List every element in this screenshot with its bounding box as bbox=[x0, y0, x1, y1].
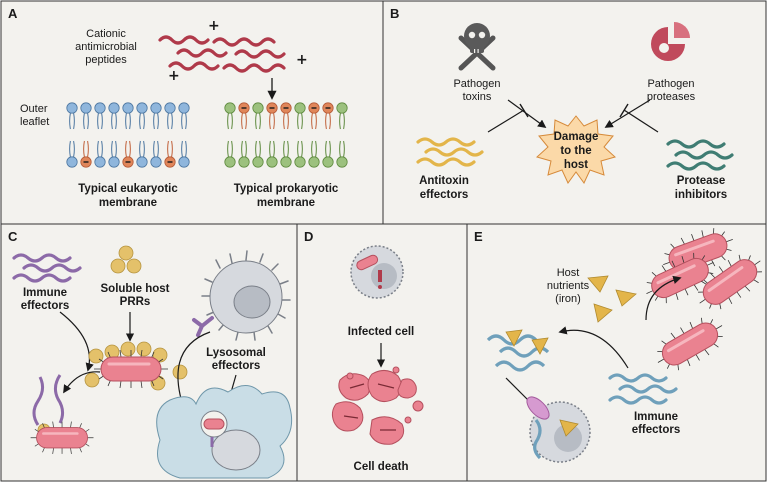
soluble-prrs bbox=[110, 245, 142, 274]
growth-arrow bbox=[645, 275, 682, 321]
eukaryotic-label-2: membrane bbox=[99, 197, 157, 209]
sequester-arrow bbox=[558, 326, 629, 369]
antitoxin-inhibit-bar bbox=[519, 103, 529, 118]
plus-sign-2: + bbox=[168, 68, 180, 84]
panel-e-label: E bbox=[474, 229, 483, 244]
toxins-label-1: Pathogen bbox=[453, 78, 500, 90]
opsonized-bacterium bbox=[84, 341, 188, 391]
lysosomal-label-2: effectors bbox=[212, 360, 261, 372]
macrophage bbox=[156, 385, 293, 479]
cell-death-fragments bbox=[331, 366, 424, 445]
peptides-label-2: antimicrobial bbox=[75, 41, 137, 53]
prokaryotic-label-2: membrane bbox=[257, 197, 315, 209]
nutrient-binding-effectors bbox=[486, 329, 550, 372]
lysed-bacterium bbox=[29, 374, 95, 456]
plus-sign-3: + bbox=[296, 52, 308, 68]
protease-inh-label-2: inhibitors bbox=[675, 189, 727, 201]
damage-label-3: host bbox=[564, 159, 588, 171]
damage-label-2: to the bbox=[560, 145, 591, 157]
panel-c-label: C bbox=[8, 229, 18, 244]
antitoxin-label-2: effectors bbox=[420, 189, 469, 201]
proteases-label-1: Pathogen bbox=[647, 78, 694, 90]
nutrients-label-1: Host bbox=[557, 267, 580, 279]
panel-d-label: D bbox=[304, 229, 313, 244]
immune-arrow bbox=[59, 311, 94, 372]
protease-inhibit-line bbox=[623, 109, 659, 133]
soluble-label-2: PRRs bbox=[120, 296, 151, 308]
soluble-label-1: Soluble host bbox=[101, 283, 170, 295]
eukaryotic-label-1: Typical eukaryotic bbox=[78, 183, 178, 195]
toxins-label-2: toxins bbox=[463, 91, 492, 103]
panel-a: A Cationic antimicrobial peptides + + + … bbox=[0, 0, 384, 225]
protease-inhibit-bar bbox=[619, 103, 629, 118]
plus-sign-1: + bbox=[208, 18, 220, 34]
nutrients-label-3: (iron) bbox=[555, 293, 581, 305]
immune-c-label-2: effectors bbox=[21, 300, 70, 312]
panel-e: E Host nutrients (iron) Immune eff bbox=[466, 219, 767, 482]
damage-star bbox=[535, 115, 617, 184]
immune-c-label-1: Immune bbox=[23, 287, 67, 299]
panel-b-label: B bbox=[390, 6, 399, 21]
prokaryotic-label-1: Typical prokaryotic bbox=[234, 183, 339, 195]
antitoxin-inhibit-line bbox=[487, 109, 525, 133]
lysosomal-label-1: Lysosomal bbox=[206, 347, 266, 359]
protease-inh-label-1: Protease bbox=[677, 175, 726, 187]
peptides-label-1: Cationic bbox=[86, 28, 126, 40]
panel-a-label: A bbox=[8, 6, 18, 21]
immune-e-label-1: Immune bbox=[634, 411, 678, 423]
protease-icon bbox=[651, 22, 690, 61]
iron-nutrients bbox=[587, 275, 637, 323]
skull-crossbones-icon bbox=[458, 23, 496, 71]
outer-leaflet-2: leaflet bbox=[20, 116, 49, 128]
lysis-arrow bbox=[63, 371, 101, 394]
peptides-label-3: peptides bbox=[85, 54, 127, 66]
protease-arrow bbox=[604, 99, 651, 128]
panel-d: D Infected cell Cell death bbox=[296, 223, 468, 482]
peptide-cluster bbox=[158, 35, 286, 73]
outer-leaflet-1: Outer bbox=[20, 103, 48, 115]
antitoxin-label-1: Antitoxin bbox=[419, 175, 469, 187]
proteases-label-2: proteases bbox=[647, 91, 696, 103]
host-cell-e bbox=[526, 396, 591, 463]
phagocyte-cell bbox=[192, 250, 291, 341]
damage-label-1: Damage bbox=[554, 131, 599, 143]
immune-e-label-2: effectors bbox=[632, 424, 681, 436]
infected-cell-label: Infected cell bbox=[348, 326, 414, 338]
panel-c: C Immune effectors Soluble host PRRs bbox=[0, 223, 298, 482]
nutrients-label-2: nutrients bbox=[547, 280, 590, 292]
infected-cell bbox=[350, 245, 404, 299]
panel-b: B Pathogen toxins Pathogen proteases Dam… bbox=[382, 0, 767, 225]
cell-death-label: Cell death bbox=[354, 461, 409, 473]
